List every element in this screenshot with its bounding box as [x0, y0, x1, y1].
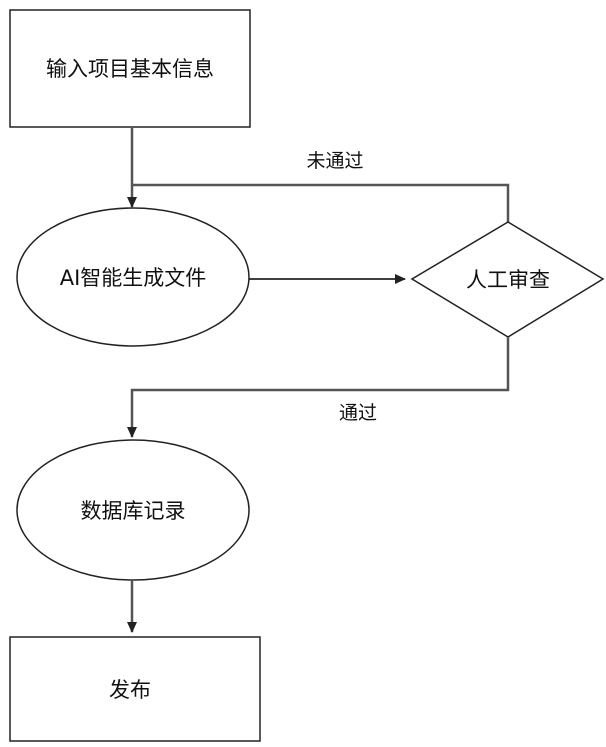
node-manual-review: 人工审查 [410, 221, 605, 338]
edge-review-pass [127, 337, 510, 438]
node-ai-generate: AI智能生成文件 [16, 207, 250, 347]
node-db-record-label: 数据库记录 [81, 499, 186, 523]
node-publish-label: 发布 [109, 678, 151, 702]
node-publish: 发布 [9, 636, 261, 742]
edge-review-fail-loop [132, 183, 510, 222]
node-input-info: 输入项目基本信息 [9, 9, 251, 128]
node-db-record: 数据库记录 [16, 439, 250, 581]
node-manual-review-label: 人工审查 [466, 268, 550, 292]
node-input-info-label: 输入项目基本信息 [46, 57, 214, 81]
edge-pass-label: 通过 [339, 402, 377, 424]
node-ai-generate-label: AI智能生成文件 [60, 266, 207, 290]
edge-fail-label: 未通过 [306, 150, 363, 172]
